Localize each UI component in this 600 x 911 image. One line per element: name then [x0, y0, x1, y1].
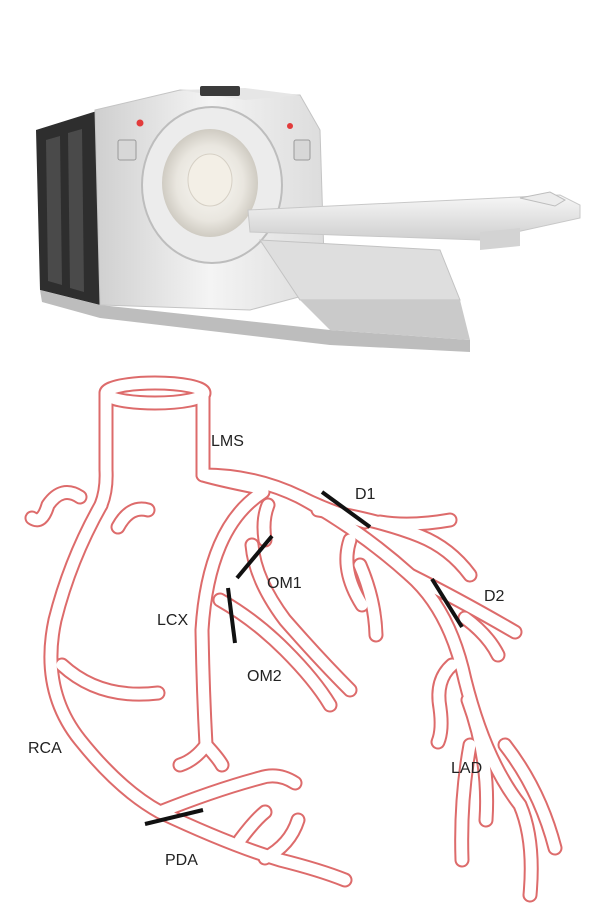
- label-lad: LAD: [451, 760, 482, 777]
- label-om1: OM1: [267, 575, 302, 592]
- label-rca: RCA: [28, 740, 62, 757]
- lad-vessel: [300, 497, 531, 895]
- scanner-side-panel: [36, 110, 100, 305]
- pet-ct-scanner-image: [0, 0, 600, 375]
- coronary-artery-diagram: LMS D1 OM1 D2 LCX OM2 RCA LAD PDA: [0, 375, 600, 911]
- patient-table: [248, 192, 580, 340]
- label-d2: D2: [484, 588, 505, 605]
- label-lcx: LCX: [157, 612, 188, 629]
- label-pda: PDA: [165, 852, 198, 869]
- label-om2: OM2: [247, 668, 282, 685]
- label-lms: LMS: [211, 433, 244, 450]
- label-d1: D1: [355, 486, 376, 503]
